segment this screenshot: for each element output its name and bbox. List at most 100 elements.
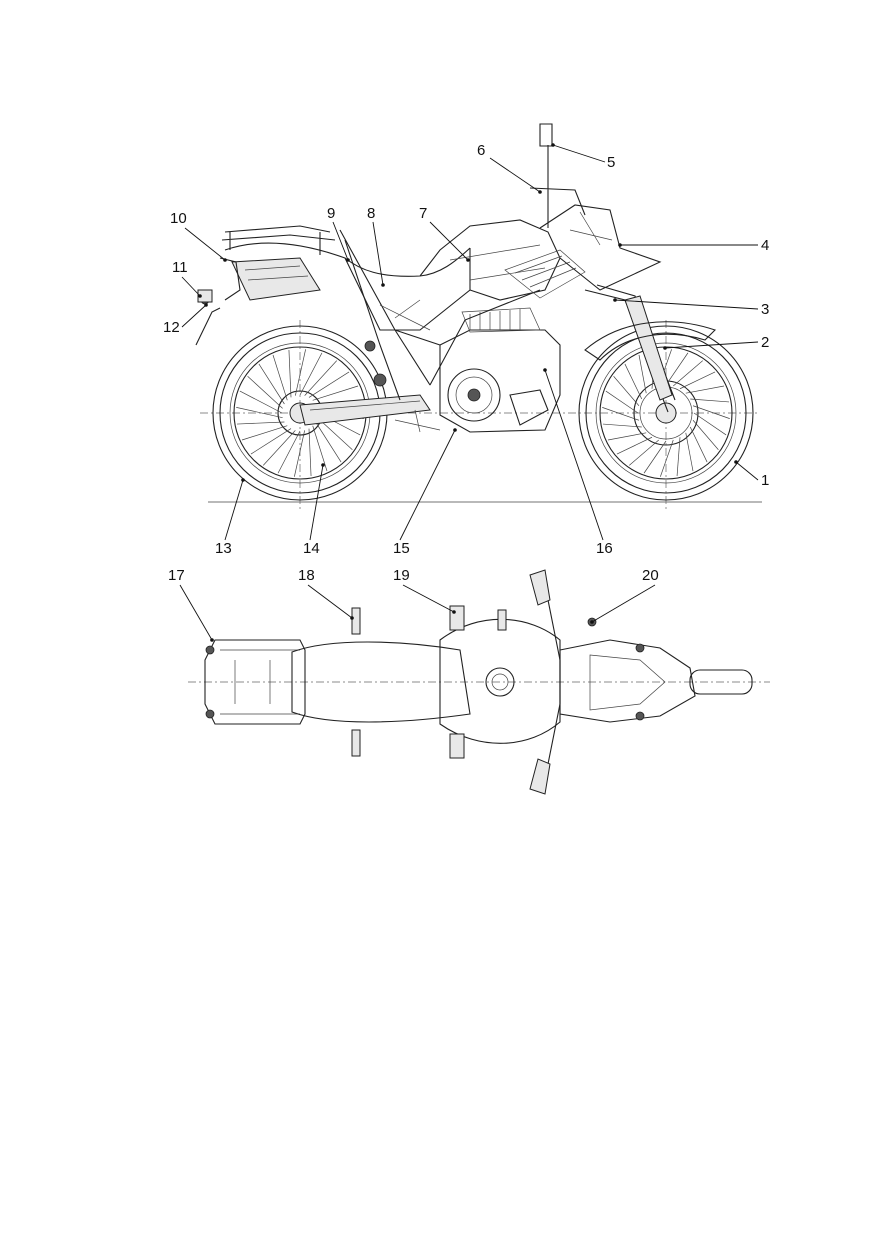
wheel-spoke	[676, 437, 681, 477]
leader-dot	[590, 620, 594, 624]
leader-dot	[663, 346, 667, 350]
leader-dot	[321, 463, 325, 467]
wheel-spoke	[277, 430, 301, 474]
top-tank	[439, 618, 561, 744]
top-front-fairing	[559, 639, 696, 723]
wheel-spoke	[665, 352, 689, 386]
wheel-spoke	[258, 363, 285, 405]
top-view	[188, 569, 770, 795]
wheel-spoke	[308, 371, 350, 398]
callout-2: 2	[761, 334, 769, 351]
wheel-spoke	[607, 432, 647, 441]
wheel-spoke	[239, 390, 283, 414]
callout-labels: 1 2 3 4 5 6 7 8 9 10 11 12 13 14 15 16 1…	[163, 142, 769, 584]
callout-14: 14	[303, 540, 320, 557]
leader-dot	[452, 610, 456, 614]
leader-line	[664, 341, 759, 349]
wheel-spoke	[602, 407, 640, 421]
leader-line	[307, 584, 353, 619]
wheel-spoke	[236, 421, 285, 425]
leader-dot	[198, 294, 202, 298]
callout-9: 9	[327, 205, 335, 222]
leader-line	[402, 584, 455, 613]
wheel-spoke	[602, 423, 642, 428]
wheel-spoke	[605, 390, 639, 414]
fuel-cap	[485, 667, 515, 697]
wheel-spoke	[685, 432, 694, 472]
rear-fender	[219, 257, 241, 301]
wheel-spoke	[304, 360, 338, 396]
callout-5: 5	[607, 154, 615, 171]
leader-dot	[543, 368, 547, 372]
leader-dot	[381, 283, 385, 287]
leader-line	[372, 221, 384, 286]
top-front-wheel	[689, 669, 753, 695]
callout-1: 1	[761, 472, 769, 489]
callout-6: 6	[477, 142, 485, 159]
leader-dot	[223, 258, 227, 262]
front-fender	[584, 321, 717, 361]
wheel-spoke	[643, 440, 667, 474]
leader-dot	[350, 616, 354, 620]
wheel-spoke	[315, 421, 342, 463]
footpeg-rider	[449, 605, 465, 631]
callout-18: 18	[298, 567, 315, 584]
callout-11: 11	[172, 259, 188, 276]
leader-dot	[346, 258, 350, 262]
leader-line	[184, 227, 226, 261]
callout-17: 17	[168, 567, 185, 584]
leader-line	[224, 479, 244, 541]
callout-15: 15	[393, 540, 410, 557]
seat	[224, 242, 471, 277]
wheel-spoke	[673, 360, 703, 387]
mirror	[539, 123, 553, 180]
wheel-spoke	[250, 428, 292, 455]
rear-rack	[221, 225, 336, 255]
tank-shroud	[504, 249, 586, 299]
wheel-spoke	[685, 385, 725, 394]
leader-lines	[179, 143, 759, 642]
leader-dot	[453, 428, 457, 432]
side-panel	[344, 248, 471, 331]
wheel-spoke	[692, 405, 730, 419]
callout-8: 8	[367, 205, 375, 222]
front-wheel	[578, 325, 754, 501]
footpeg-passenger	[351, 607, 361, 635]
exhaust	[231, 257, 321, 301]
callout-7: 7	[419, 205, 427, 222]
callout-10: 10	[170, 210, 187, 227]
leader-line	[591, 584, 656, 623]
leader-dot	[618, 243, 622, 247]
wheel-spoke	[288, 349, 292, 398]
leader-dot	[551, 143, 555, 147]
leader-line	[399, 429, 456, 541]
wheel-spoke	[689, 426, 708, 463]
wheel-spoke	[262, 430, 296, 466]
handlebar	[529, 180, 586, 228]
wheel-spoke	[629, 439, 659, 466]
leader-line	[309, 464, 324, 541]
wheel-spoke	[693, 412, 727, 436]
leader-line	[544, 369, 604, 541]
wheel-spoke	[312, 425, 328, 472]
callout-12: 12	[163, 319, 180, 336]
wheel-spoke	[692, 420, 719, 450]
swingarm	[299, 394, 431, 426]
leader-line	[179, 584, 213, 641]
wheel-spoke	[294, 430, 306, 477]
wheel-spoke	[613, 376, 640, 406]
leader-dot	[210, 638, 214, 642]
wheel-spoke	[308, 428, 312, 477]
top-seat	[291, 641, 471, 723]
leader-line	[489, 157, 541, 193]
wheel-spoke	[272, 354, 288, 401]
engine	[439, 307, 561, 433]
leader-dot	[466, 258, 470, 262]
leader-line	[181, 276, 201, 297]
wheel-spoke	[679, 371, 716, 390]
wheel-spoke	[624, 363, 643, 400]
leader-dot	[734, 460, 738, 464]
leader-line	[332, 221, 349, 261]
callout-3: 3	[761, 301, 769, 318]
callout-4: 4	[761, 237, 769, 254]
